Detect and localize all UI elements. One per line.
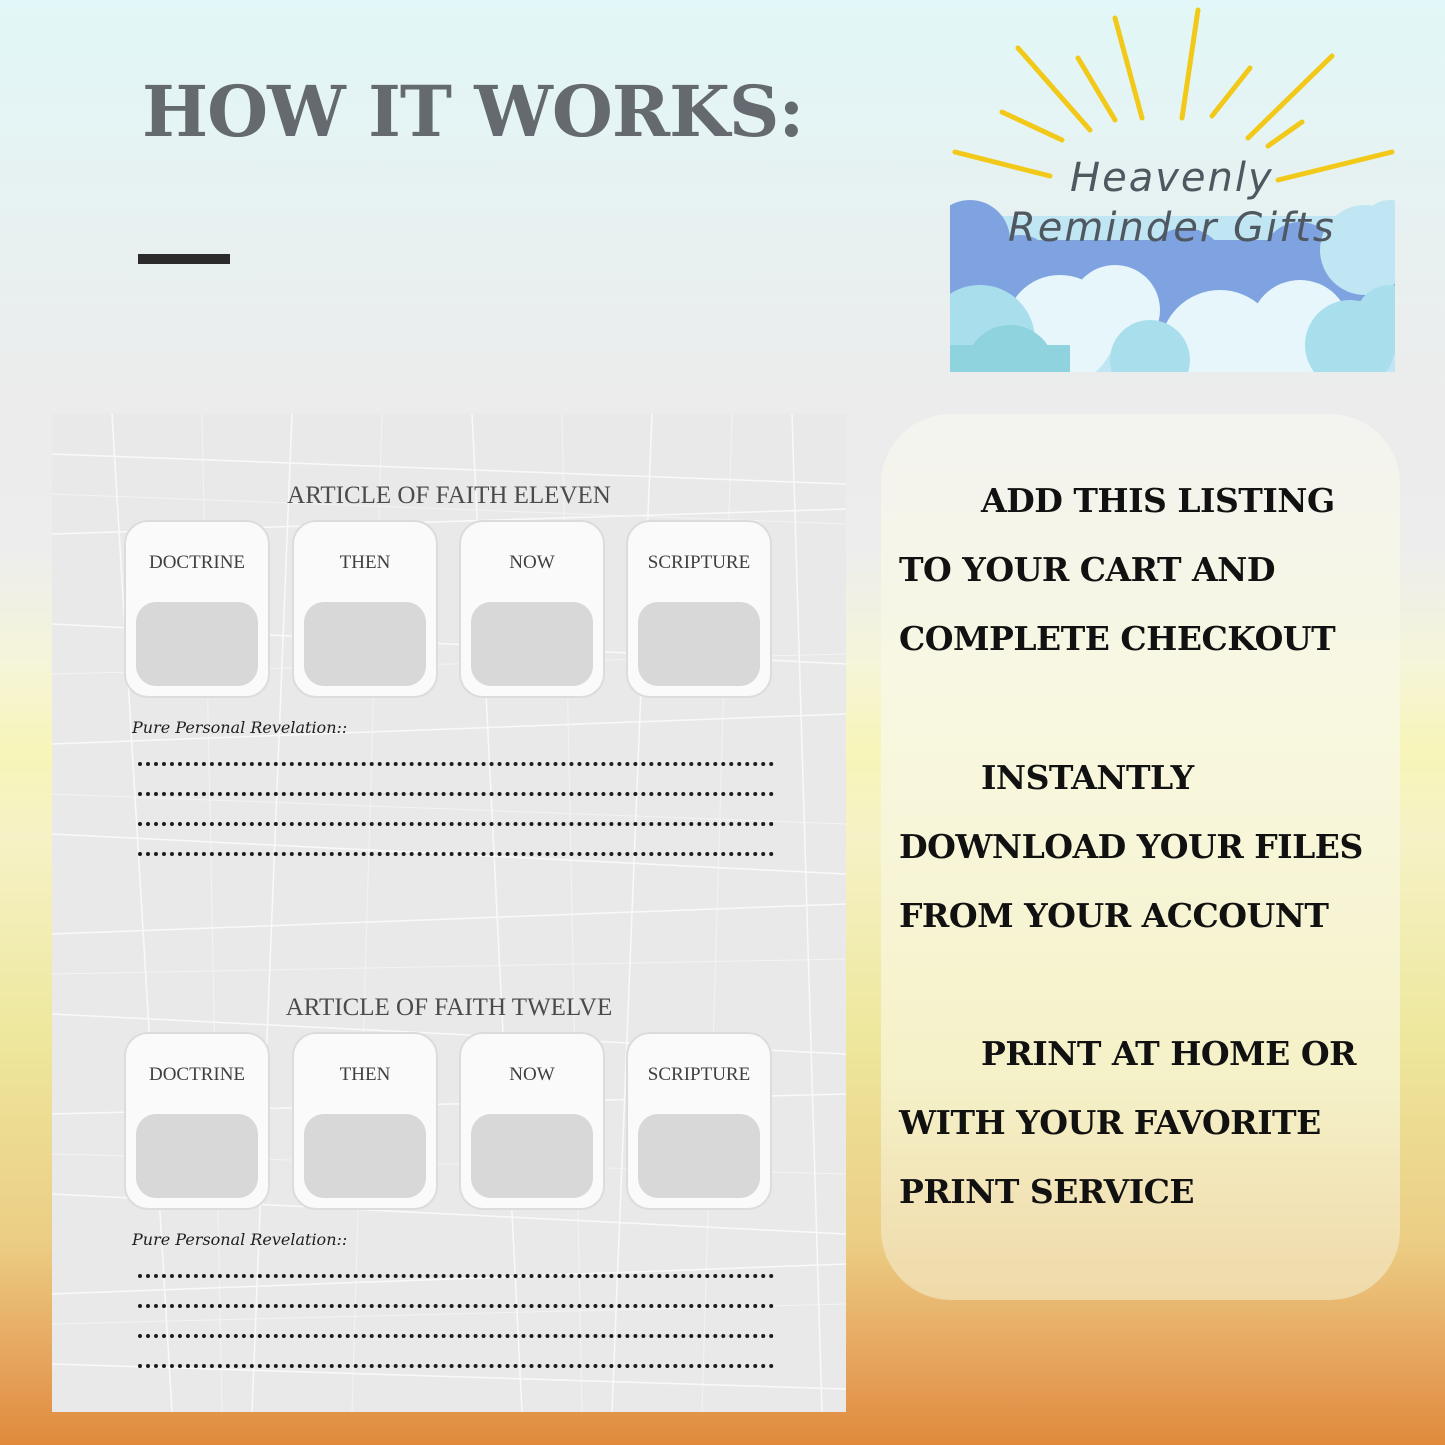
- card-label: DOCTRINE: [148, 552, 246, 573]
- article-title: ARTICLE OF FAITH TWELVE: [285, 994, 613, 1021]
- card-label: SCRIPTURE: [647, 552, 751, 573]
- logo-wordmark-line2: Reminder Gifts: [1008, 205, 1336, 251]
- card-label: DOCTRINE: [148, 1064, 246, 1085]
- writing-line: [138, 822, 774, 826]
- title-divider: [138, 254, 230, 264]
- writing-line: [138, 1334, 774, 1338]
- writing-line: [138, 852, 774, 856]
- card-then: THEN: [292, 520, 438, 698]
- step-add-to-cart: ADD THIS LISTING TO YOUR CART AND COMPLE…: [899, 481, 1336, 658]
- card-now: NOW: [459, 1032, 605, 1210]
- writing-line: [138, 762, 774, 766]
- card-write-box: [304, 1114, 426, 1198]
- card-label: THEN: [339, 1064, 391, 1085]
- instructions-panel: ADD THIS LISTING TO YOUR CART AND COMPLE…: [881, 414, 1400, 1300]
- writing-line: [138, 1364, 774, 1368]
- sun-clouds-icon: [950, 7, 1395, 372]
- writing-line: [138, 1304, 774, 1308]
- card-write-box: [471, 1114, 593, 1198]
- card-write-box: [638, 602, 760, 686]
- card-write-box: [638, 1114, 760, 1198]
- card-write-box: [136, 602, 258, 686]
- worksheet-preview: ARTICLE OF FAITH ELEVEN DOCTRINE THEN NO…: [52, 414, 846, 1412]
- card-label: THEN: [339, 552, 391, 573]
- writing-line: [138, 792, 774, 796]
- card-write-box: [136, 1114, 258, 1198]
- card-label: NOW: [509, 552, 555, 573]
- card-scripture: SCRIPTURE: [626, 1032, 772, 1210]
- brand-logo: Heavenly Reminder Gifts: [950, 0, 1395, 372]
- logo-wordmark-line1: Heavenly: [1070, 155, 1274, 201]
- notes-label: Pure Personal Revelation::: [132, 718, 348, 737]
- card-doctrine: DOCTRINE: [124, 520, 270, 698]
- notes-label: Pure Personal Revelation::: [132, 1230, 348, 1249]
- writing-line: [138, 1274, 774, 1278]
- card-label: SCRIPTURE: [647, 1064, 751, 1085]
- article-title: ARTICLE OF FAITH ELEVEN: [287, 482, 611, 509]
- card-write-box: [471, 602, 593, 686]
- page-title: HOW IT WORKS:: [142, 70, 804, 153]
- card-scripture: SCRIPTURE: [626, 520, 772, 698]
- card-now: NOW: [459, 520, 605, 698]
- step-print: PRINT AT HOME OR WITH YOUR FAVORITE PRIN…: [899, 1034, 1357, 1211]
- card-doctrine: DOCTRINE: [124, 1032, 270, 1210]
- card-label: NOW: [509, 1064, 555, 1085]
- card-then: THEN: [292, 1032, 438, 1210]
- card-write-box: [304, 602, 426, 686]
- step-download: INSTANTLY DOWNLOAD YOUR FILES FROM YOUR …: [899, 758, 1363, 935]
